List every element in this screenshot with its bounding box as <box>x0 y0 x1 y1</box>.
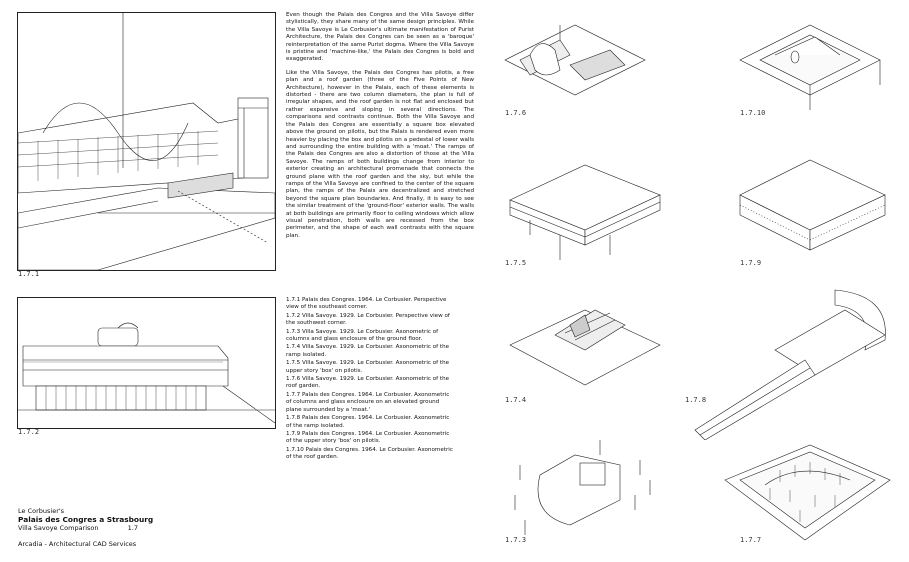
title-block: Le Corbusier's Palais des Congres a Stra… <box>18 507 268 548</box>
axo-savoye-ground-floor <box>514 440 651 535</box>
title-architect: Le Corbusier's <box>18 507 65 515</box>
figure-1-7-8-label: 1.7.8 <box>685 396 707 404</box>
caption-1-7-8: 1.7.8 Palais des Congres. 1964. Le Corbu… <box>286 415 450 429</box>
caption-1-7-6: 1.7.6 Villa Savoye. 1929. Le Corbusier. … <box>286 376 450 390</box>
caption-1-7-9: 1.7.9 Palais des Congres. 1964. Le Corbu… <box>286 430 450 445</box>
sheet-number: 1.7 <box>127 524 138 532</box>
figure-1-7-5-label: 1.7.5 <box>505 259 527 267</box>
caption-1-7-5: 1.7.5 Villa Savoye. 1929. Le Corbusier. … <box>286 360 450 374</box>
essay-text: Even though the Palais des Congres and t… <box>286 12 474 246</box>
essay-paragraph-1: Even though the Palais des Congres and t… <box>286 12 474 63</box>
title-project: Palais des Congres a Strasbourg <box>18 515 154 524</box>
axo-palais-ramp <box>694 289 886 440</box>
title-subtitle-row: Villa Savoye Comparison 1.7 <box>18 524 138 532</box>
axo-savoye-ramp <box>509 309 661 386</box>
figure-captions: 1.7.1 Palais des Congres. 1964. Le Corbu… <box>286 297 454 463</box>
figure-1-7-1-label: 1.7.1 <box>18 270 40 278</box>
axo-savoye-roof-garden <box>504 24 646 96</box>
title-subtitle: Villa Savoye Comparison <box>18 524 99 532</box>
savoye-perspective-drawing <box>18 322 275 424</box>
axo-palais-ground-floor <box>724 444 891 541</box>
credit-line: Arcadia - Architectural CAD Services <box>18 540 137 548</box>
caption-1-7-1: 1.7.1 Palais des Congres. 1964. Le Corbu… <box>286 297 447 311</box>
figure-1-7-10-label: 1.7.10 <box>740 109 766 117</box>
figure-1-7-2-frame <box>17 297 276 429</box>
caption-1-7-10: 1.7.10 Palais des Congres. 1964. Le Corb… <box>286 446 453 461</box>
caption-1-7-3: 1.7.3 Villa Savoye. 1929. Le Corbusier. … <box>286 328 439 343</box>
palais-perspective-drawing <box>18 13 275 270</box>
axo-palais-roof-garden <box>739 24 881 110</box>
axo-palais-upper-box <box>739 159 886 251</box>
figure-1-7-4-label: 1.7.4 <box>505 396 527 404</box>
figure-1-7-1-frame <box>17 12 276 271</box>
caption-1-7-7: 1.7.7 Palais des Congres. 1964. Le Corbu… <box>286 391 450 413</box>
caption-1-7-4: 1.7.4 Villa Savoye. 1929. Le Corbusier. … <box>286 344 450 358</box>
axo-savoye-upper-box <box>509 164 661 260</box>
essay-paragraph-2: Like the Villa Savoye, the Palais des Co… <box>286 69 474 239</box>
caption-1-7-2: 1.7.2 Villa Savoye. 1929. Le Corbusier. … <box>286 312 450 327</box>
figure-1-7-3-label: 1.7.3 <box>505 536 527 544</box>
figure-1-7-2-label: 1.7.2 <box>18 428 40 436</box>
figure-1-7-6-label: 1.7.6 <box>505 109 527 117</box>
figure-1-7-7-label: 1.7.7 <box>740 536 762 544</box>
figure-1-7-9-label: 1.7.9 <box>740 259 762 267</box>
